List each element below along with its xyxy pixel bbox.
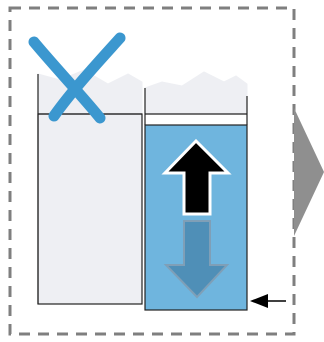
right-chevron-icon xyxy=(294,108,324,236)
right-stack-torn-top xyxy=(145,72,247,114)
left-pointing-arrow-icon xyxy=(250,294,286,308)
left-stack-body xyxy=(38,114,142,304)
